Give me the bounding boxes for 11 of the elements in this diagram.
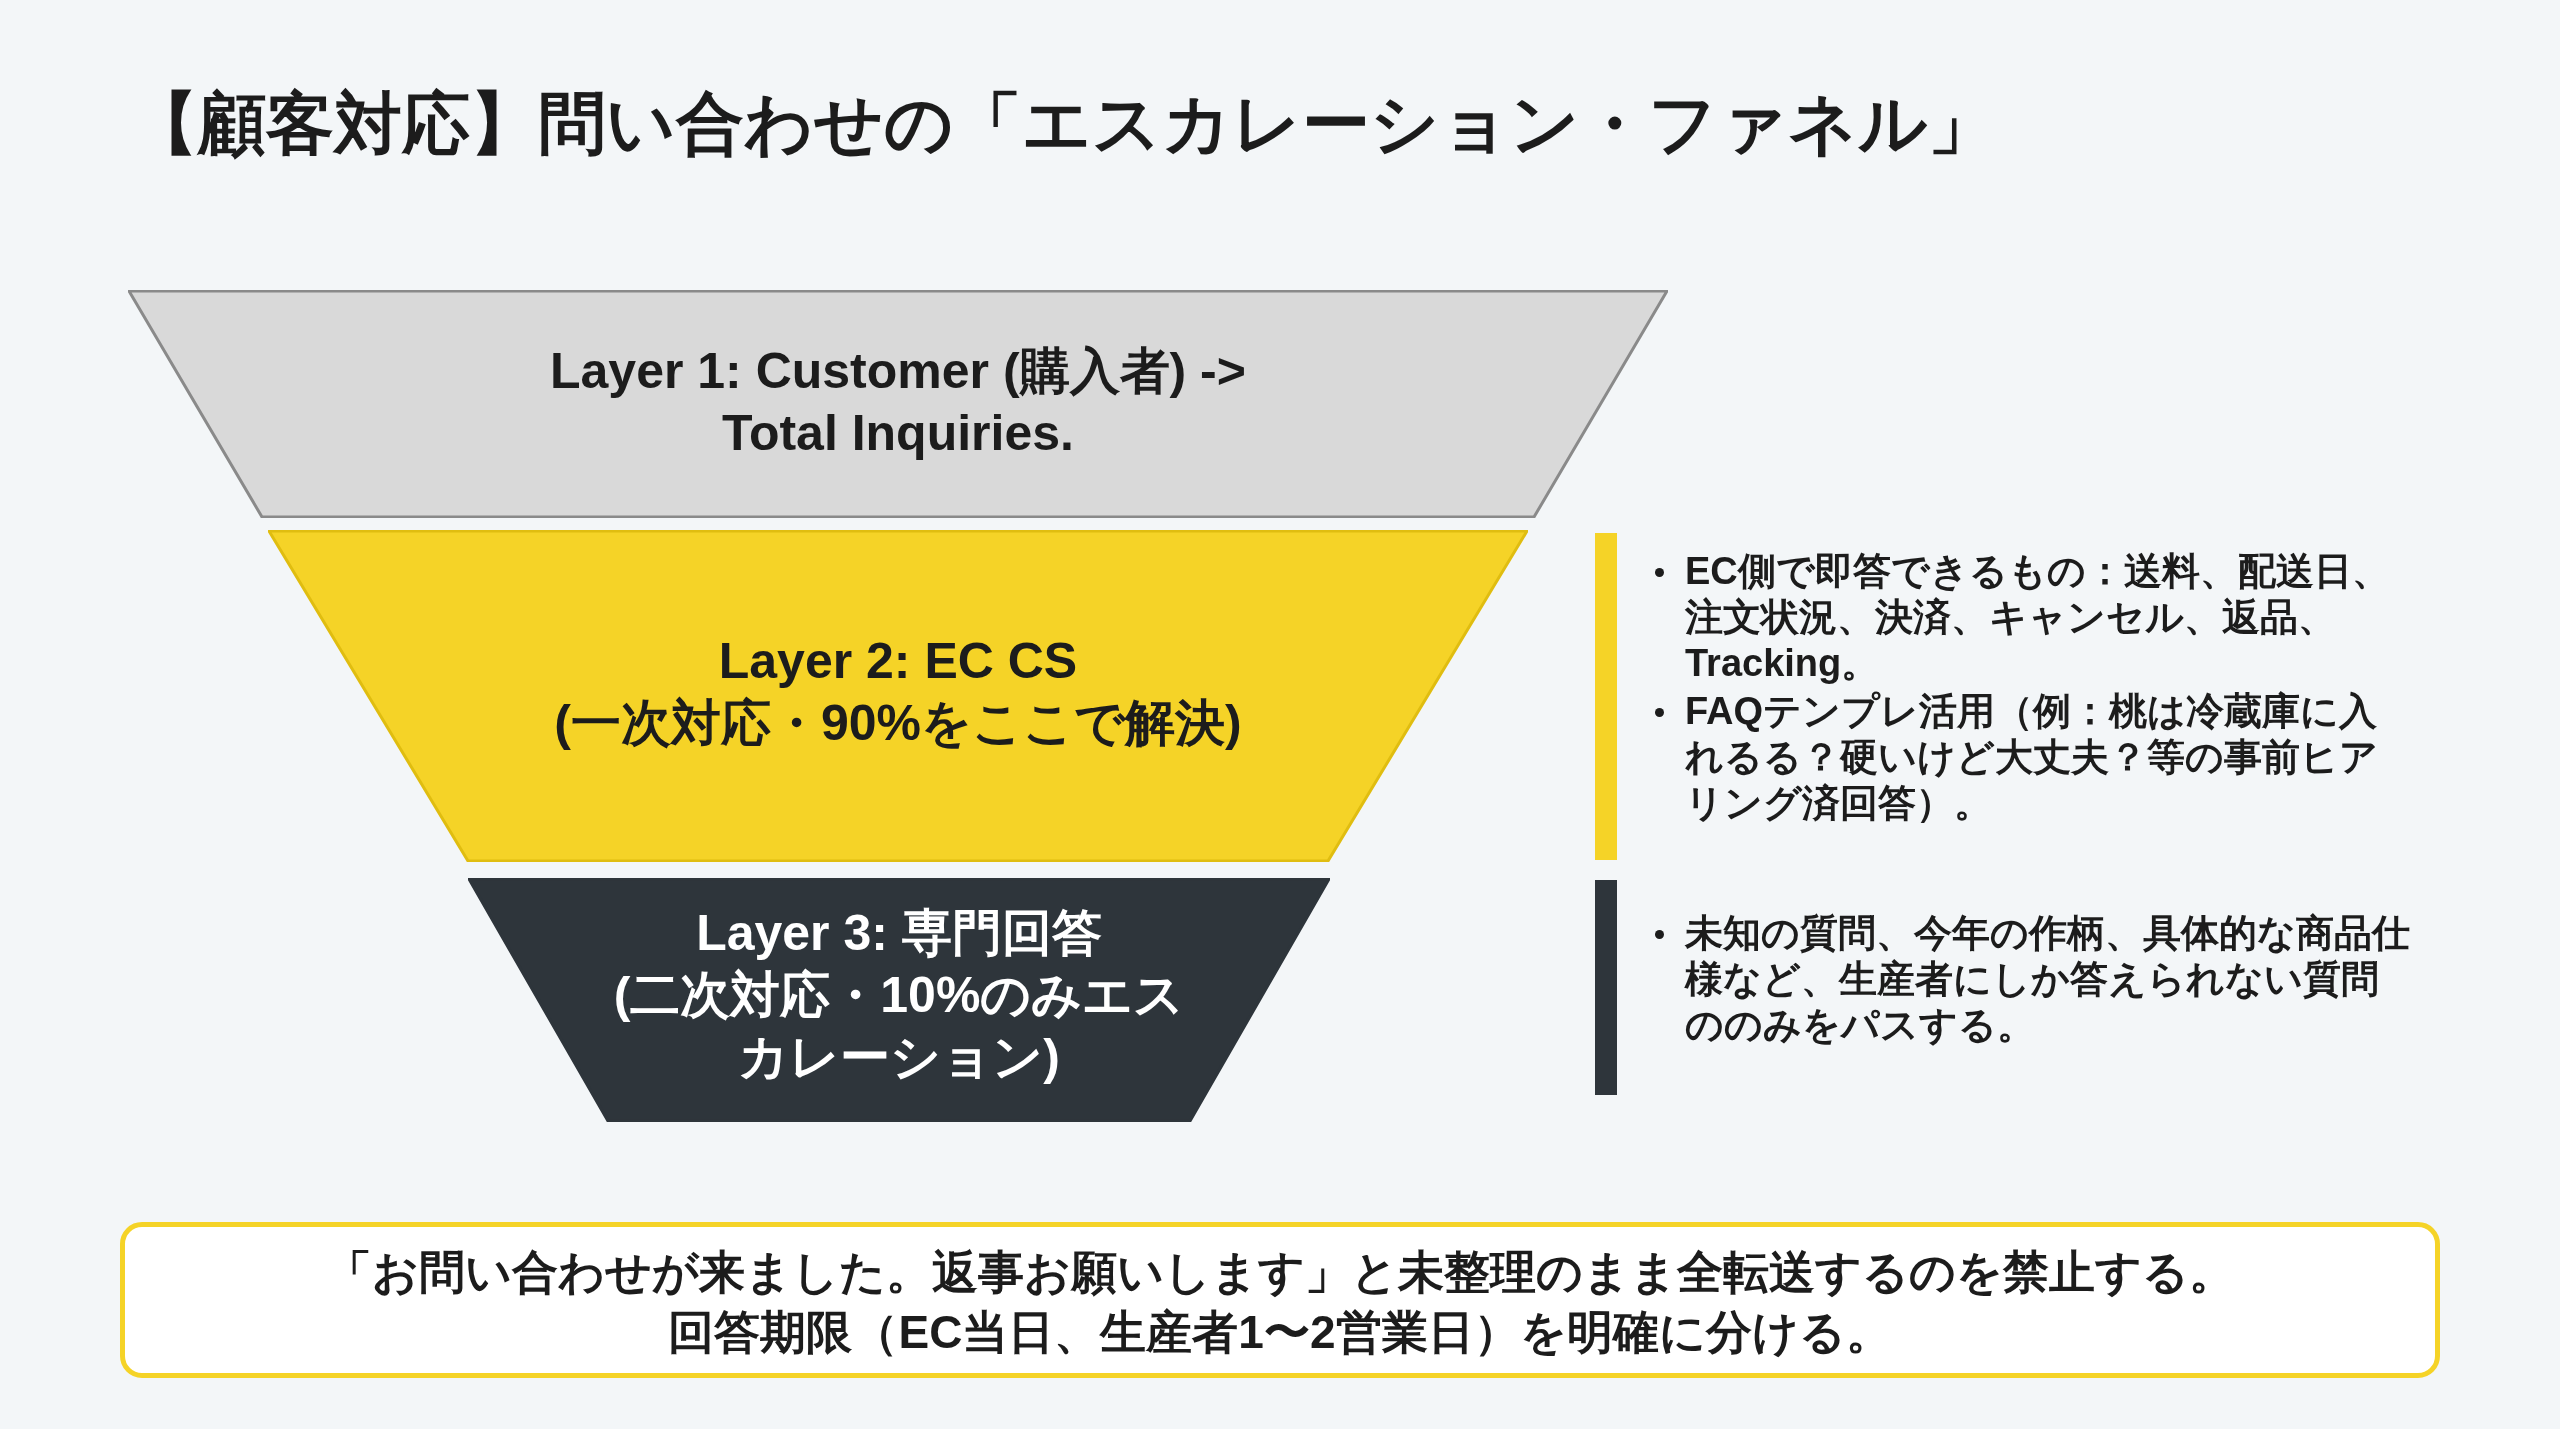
note-text: 「お問い合わせが来ました。返事お願いします」と未整理のまま全転送するのを禁止する。 [324,1245,2236,1300]
layer-label: Layer 1: Customer (購入者) -> Total Inquiries. [549,342,1247,463]
bullet-text: 未知の質問、今年の作柄、具体的な商品仕様など、生産者にしか答えられない質問ののみをパスする。 [1685,911,2411,1048]
note-text: 回答期限（EC当日、生産者1〜2営業日）を明確に分ける。 [667,1305,1893,1360]
bullet-text: EC側で即答できるもの：送料、配送日、注文状況、決済、キャンセル、返品、Tracking。 [1685,549,2391,686]
layer-label: (一次対応・90%をここで解決) [553,694,1243,753]
layer-label: Layer 2: EC CS [717,632,1079,691]
title: 【顧客対応】問い合わせの「エスカレーション・ファネル」 [130,84,1996,163]
layer-label: Layer 3: 専門回答 [695,904,1103,963]
layer-label: (二次対応・10%のみエスカレーション) [612,966,1186,1087]
bullet-text: FAQテンプレ活用（例：桃は冷蔵庫に入れるる？硬いけど大丈夫？等の事前ヒアリング済回答）。 [1685,689,2379,826]
